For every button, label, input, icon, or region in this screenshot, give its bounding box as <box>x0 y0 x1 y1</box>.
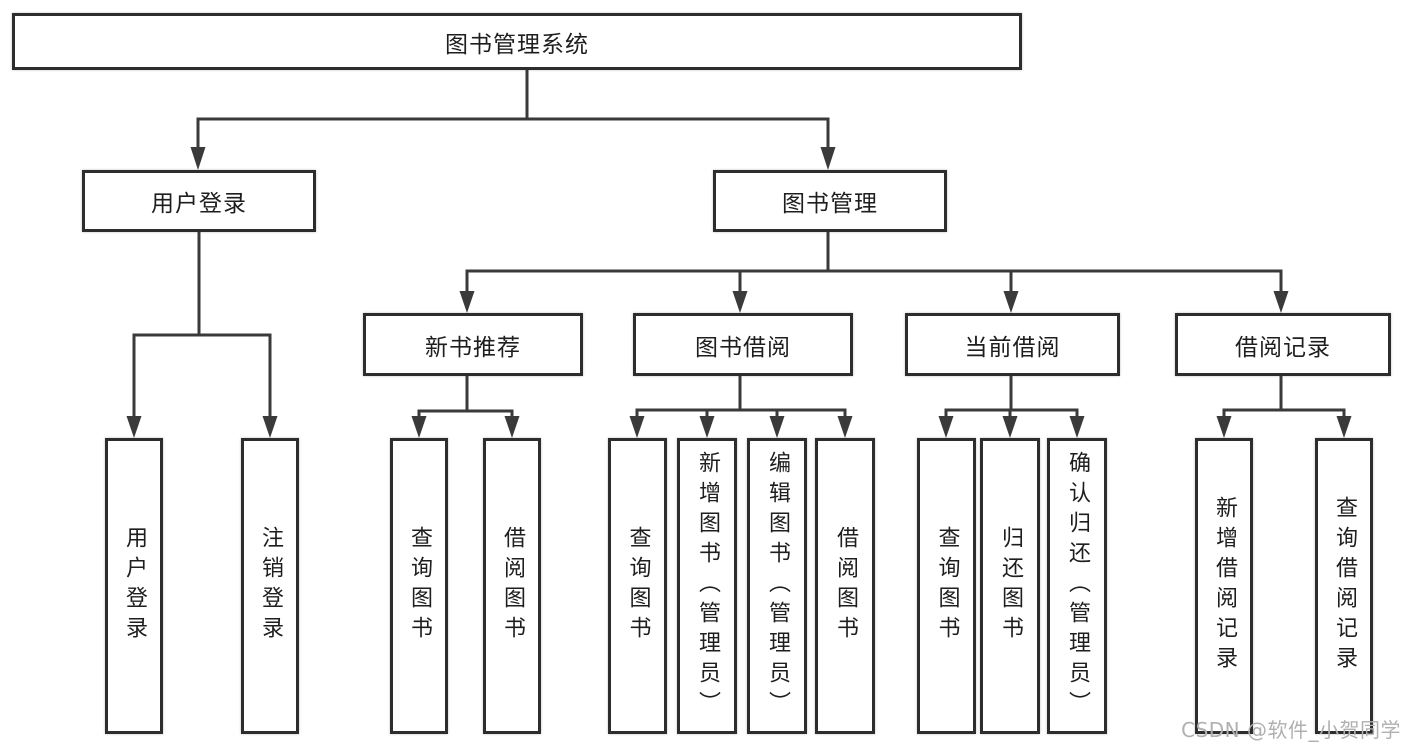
leaf-query-borrow-record: 查询借阅记录 <box>1315 438 1373 734</box>
node-book-borrow-label: 图书借阅 <box>695 334 791 361</box>
csdn-watermark: CSDN @软件_小贺同学 <box>1181 718 1401 742</box>
leaf-borrow-add-book-label: 新增图书（管理员） <box>695 451 720 721</box>
leaf-current-query: 查询图书 <box>917 438 976 734</box>
leaf-borrow-query-label: 查询图书 <box>625 526 651 646</box>
leaf-borrow-query: 查询图书 <box>608 438 667 734</box>
leaf-borrow-book: 借阅图书 <box>815 438 875 734</box>
node-current-borrow: 当前借阅 <box>905 313 1120 376</box>
node-book-borrow: 图书借阅 <box>633 313 853 376</box>
node-borrow-records-label: 借阅记录 <box>1235 334 1331 361</box>
node-new-book-recommend-label: 新书推荐 <box>425 334 521 361</box>
leaf-user-login: 用户登录 <box>105 438 163 734</box>
node-book-management-label: 图书管理 <box>782 191 878 217</box>
leaf-logout-label: 注销登录 <box>258 526 283 646</box>
leaf-newbooks-borrow-label: 借阅图书 <box>500 526 525 646</box>
leaf-return-book-label: 归还图书 <box>998 526 1023 646</box>
arrowheads <box>126 147 1352 438</box>
node-current-borrow-label: 当前借阅 <box>964 334 1061 361</box>
leaf-add-borrow-record: 新增借阅记录 <box>1195 438 1253 734</box>
leaf-logout: 注销登录 <box>241 438 299 734</box>
leaf-borrow-book-label: 借阅图书 <box>833 526 858 646</box>
node-user-login: 用户登录 <box>82 170 316 232</box>
leaf-newbooks-borrow: 借阅图书 <box>483 438 541 734</box>
leaf-newbooks-query-label: 查询图书 <box>407 526 432 646</box>
leaf-borrow-add-book: 新增图书（管理员） <box>677 438 737 734</box>
leaf-return-book: 归还图书 <box>980 438 1040 734</box>
leaf-newbooks-query: 查询图书 <box>390 438 448 734</box>
leaf-query-borrow-record-label: 查询借阅记录 <box>1332 496 1357 676</box>
leaf-borrow-edit-book-label: 编辑图书（管理员） <box>765 451 790 721</box>
node-new-book-recommend: 新书推荐 <box>363 313 583 376</box>
leaf-confirm-return: 确认归还（管理员） <box>1047 438 1107 734</box>
node-root: 图书管理系统 <box>12 13 1022 70</box>
node-book-management: 图书管理 <box>713 170 947 232</box>
leaf-add-borrow-record-label: 新增借阅记录 <box>1212 496 1237 676</box>
leaf-current-query-label: 查询图书 <box>934 526 960 646</box>
leaf-confirm-return-label: 确认归还（管理员） <box>1065 451 1090 721</box>
node-borrow-records: 借阅记录 <box>1175 313 1391 376</box>
leaf-borrow-edit-book: 编辑图书（管理员） <box>747 438 807 734</box>
leaf-user-login-label: 用户登录 <box>122 526 147 646</box>
node-root-label: 图书管理系统 <box>445 31 589 58</box>
node-user-login-label: 用户登录 <box>151 191 247 217</box>
